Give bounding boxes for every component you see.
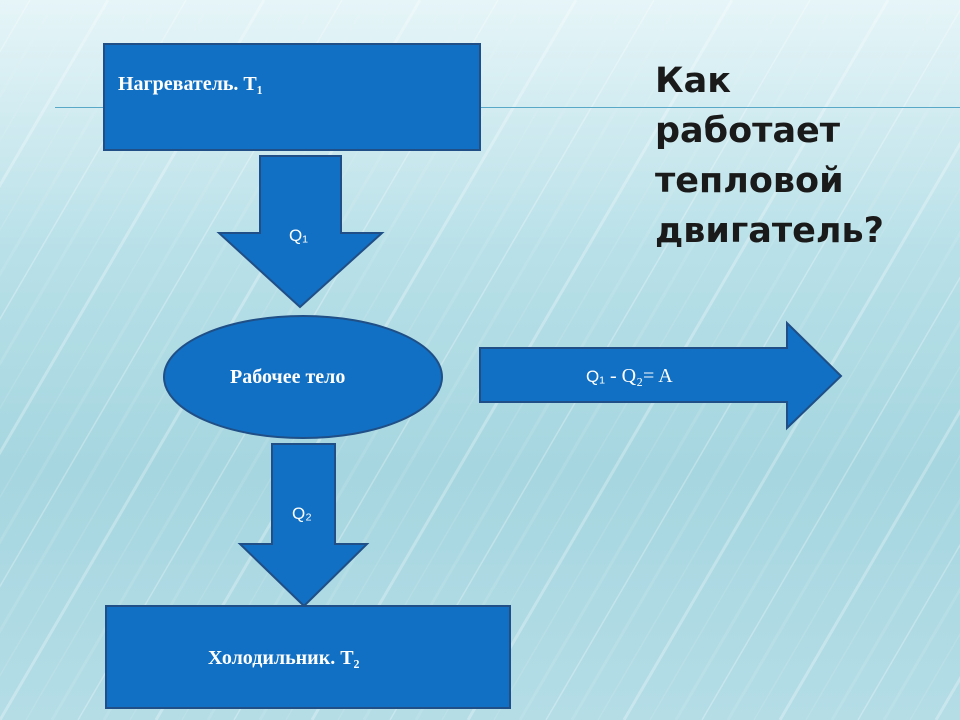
heater-box <box>103 43 481 151</box>
arrow-q1-shape <box>216 155 385 309</box>
arrow-work-label: Q₁ - Q₂= A <box>586 365 673 388</box>
working-body-label: Рабочее тело <box>230 366 346 388</box>
arrow-q2-shape <box>237 443 370 608</box>
title-line-2: работает <box>655 111 841 151</box>
arrow-work-label-q1: Q₁ <box>586 367 605 386</box>
heater-label: Нагреватель. Т₁ <box>118 73 263 95</box>
title-line-3: тепловой <box>655 161 844 201</box>
title-line-1: Как <box>655 61 731 101</box>
cooler-label: Холодильник. Т₂ <box>208 647 360 669</box>
title-underline <box>55 107 960 108</box>
arrow-work-label-rest: - Q₂= A <box>604 365 673 387</box>
arrow-q2-label: Q₂ <box>292 504 312 523</box>
arrow-work-shape <box>479 320 843 431</box>
arrow-q1-label: Q₁ <box>289 226 308 245</box>
working-body-ellipse <box>163 315 443 439</box>
slide-title: Как работает тепловой двигатель? <box>655 56 935 256</box>
cooler-box <box>105 605 511 709</box>
title-line-4: двигатель? <box>655 211 884 251</box>
